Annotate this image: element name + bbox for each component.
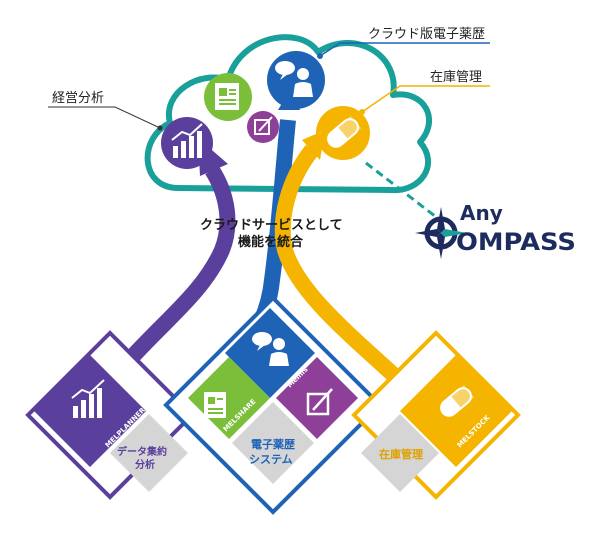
- any-compass-logo: Any OMPASS: [415, 201, 576, 259]
- planner-caption-line2: 分析: [135, 458, 155, 471]
- ehr-caption-line2: システム: [249, 453, 293, 466]
- leader-inventory: [361, 85, 490, 113]
- bar-chart-icon: [171, 123, 203, 158]
- edit-icon: [254, 116, 273, 135]
- stock-diamond: MELSTOCK 在庫管理: [351, 330, 521, 500]
- leader-ehr: [319, 42, 490, 57]
- leader-management: [48, 106, 161, 129]
- label-inventory: 在庫管理: [430, 70, 482, 85]
- ehr-edit-icon: [306, 388, 333, 416]
- person-speech-icon: [275, 61, 313, 97]
- cloud-ehr-circle: [267, 51, 325, 109]
- leader-dot-ehr: [317, 53, 323, 59]
- pill-icon: [327, 115, 362, 148]
- label-cloud-ehr: クラウド版電子薬歴: [368, 27, 485, 42]
- label-management-analysis: 経営分析: [52, 91, 104, 106]
- compass-star-icon: [415, 207, 467, 259]
- ehr-document-icon: [204, 392, 226, 418]
- yellow-arrow: [274, 145, 426, 406]
- ehr-person-speech-icon: [252, 332, 289, 366]
- stock-caption: 在庫管理: [379, 447, 423, 461]
- management-analysis-circle: [161, 117, 213, 169]
- stock-pill-icon: [440, 384, 475, 417]
- ehr-diamond: MELSHARE Melnis Melnis 電子薬歴 システム: [163, 295, 383, 515]
- leader-dot-inventory: [359, 109, 365, 115]
- logo-any: Any: [460, 201, 503, 225]
- dashed-link: [365, 161, 441, 222]
- logo-compass: OMPASS: [456, 228, 576, 256]
- center-text-line1: クラウドサービスとして: [200, 217, 343, 233]
- ehr-caption-line1: 電子薬歴: [251, 437, 295, 451]
- document-icon: [215, 83, 239, 110]
- center-text-line2: 機能を統合: [238, 234, 304, 250]
- leader-dot-management: [157, 125, 163, 131]
- planner-diamond: MELPLANNER データ集約 分析: [25, 330, 195, 500]
- purple-arrow: [101, 165, 236, 391]
- planner-bar-chart-icon: [71, 379, 105, 418]
- planner-caption-line1: データ集約: [117, 445, 167, 458]
